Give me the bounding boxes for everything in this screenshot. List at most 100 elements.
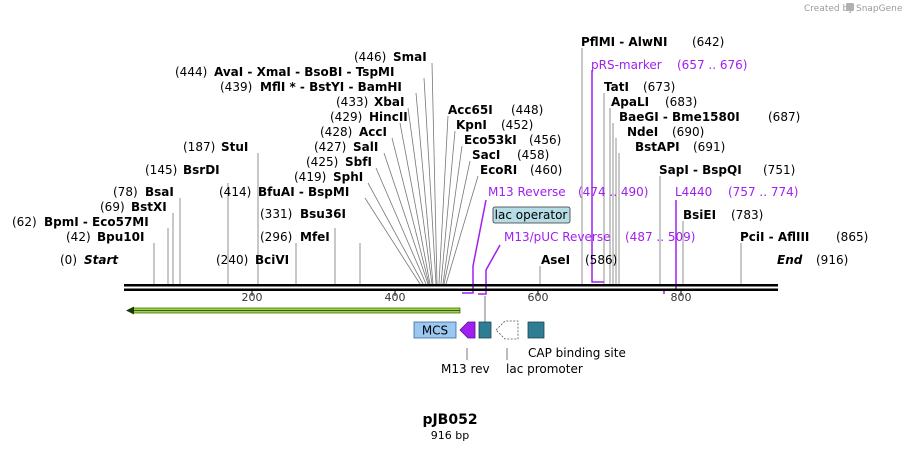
site-pos: (296)	[260, 230, 292, 244]
primer-label: M13 Reverse	[488, 185, 566, 199]
site-label: BsiEI	[683, 208, 716, 222]
site-label: Acc65I	[448, 103, 493, 117]
site-pos: (446)	[354, 50, 386, 64]
site-label: SacI	[472, 148, 500, 162]
lac-operator-callout: lac operator	[492, 206, 571, 224]
site-pos: (751)	[763, 163, 795, 177]
leader-sali	[383, 152, 429, 285]
site-pos: (460)	[530, 163, 562, 177]
leader-sphi	[367, 182, 424, 285]
leader-bamhi	[415, 92, 434, 285]
site-pos: (145)	[145, 163, 177, 177]
primer-labels: pRS-marker (657 .. 676) M13 Reverse (474…	[488, 58, 798, 244]
site-label: SapI - BspQI	[659, 163, 742, 177]
credit-text: Created by	[804, 4, 854, 14]
site-label: MflI * - BstYI - BamHI	[260, 80, 402, 94]
site-pos: (691)	[693, 140, 725, 154]
site-pos: (452)	[501, 118, 533, 132]
lac-promoter-label: lac promoter	[506, 362, 583, 376]
ends: (0) Start End (916)	[60, 253, 848, 267]
site-label: SmaI	[393, 50, 427, 64]
credit-brand: SnapGene	[856, 4, 902, 14]
bracket-m13puc-reverse	[478, 244, 501, 295]
site-label: BpmI - Eco57MI	[44, 215, 149, 229]
site-label: BfuAI - BspMI	[258, 185, 349, 199]
plasmid-length: 916 bp	[431, 429, 469, 442]
site-pos: (42)	[66, 230, 91, 244]
m13-rev-label: M13 rev	[441, 362, 490, 376]
leader-smai	[431, 62, 438, 285]
snapgene-credit: Created by SnapGene	[804, 3, 902, 14]
site-pos: (428)	[320, 125, 352, 139]
site-pos: (673)	[643, 80, 675, 94]
site-pos: (62)	[12, 215, 37, 229]
site-pos: (427)	[314, 140, 346, 154]
primer-range: (474 .. 490)	[578, 185, 648, 199]
site-label: XbaI	[374, 95, 404, 109]
site-label: Eco53kI	[464, 133, 517, 147]
site-pos: (586)	[585, 253, 617, 267]
site-label: SalI	[353, 140, 378, 154]
ruler-label: 200	[242, 291, 263, 304]
leader-eco53ki	[442, 145, 463, 285]
leader-tspmi	[423, 77, 437, 285]
bracket-m13-reverse	[462, 199, 487, 294]
site-label: SbfI	[345, 155, 372, 169]
site-label: BsaI	[145, 185, 174, 199]
lac-operator-label: lac operator	[495, 208, 568, 222]
site-pos: (419)	[294, 170, 326, 184]
site-label: SphI	[333, 170, 363, 184]
leader-saci	[443, 160, 471, 285]
site-pos: (444)	[175, 65, 207, 79]
site-pos: (425)	[306, 155, 338, 169]
primer-label: pRS-marker	[591, 58, 662, 72]
primer-range: (757 .. 774)	[728, 185, 798, 199]
dna-backbone	[124, 284, 778, 291]
feature-track: MCS	[413, 296, 545, 360]
site-pos: (69)	[100, 200, 125, 214]
primer-label: L4440	[675, 185, 712, 199]
site-pos: (439)	[220, 80, 252, 94]
site-label: AvaI - XmaI - BsoBI - TspMI	[214, 65, 394, 79]
cap-binding-site-label: CAP binding site	[528, 346, 626, 360]
leader-acc65i	[438, 115, 449, 285]
site-pos: (458)	[517, 148, 549, 162]
backbone-top-strand	[124, 284, 778, 287]
site-pos: (331)	[260, 207, 292, 221]
end-pos: (916)	[816, 253, 848, 267]
bracket-l4440	[663, 200, 677, 294]
green-feature-arrow	[126, 306, 461, 315]
site-label: PflMI - AlwNI	[581, 35, 667, 49]
site-label: Bsu36I	[300, 207, 346, 221]
cap-binding-site-box	[527, 321, 545, 339]
start-pos: (0)	[60, 253, 77, 267]
site-pos: (642)	[692, 35, 724, 49]
site-label: BaeGI - Bme1580I	[619, 110, 740, 124]
site-label: BstXI	[131, 200, 167, 214]
site-label: NdeI	[627, 125, 658, 139]
site-label: AseI	[541, 253, 570, 267]
site-pos: (865)	[836, 230, 868, 244]
site-label: PciI - AflIII	[740, 230, 809, 244]
site-pos: (783)	[731, 208, 763, 222]
ruler-label: 400	[385, 291, 406, 304]
lac-promoter-arrow-icon	[495, 320, 519, 340]
site-pos: (187)	[183, 140, 215, 154]
ruler-label: 600	[528, 291, 549, 304]
site-pos: (429)	[330, 110, 362, 124]
site-label: MfeI	[300, 230, 330, 244]
snapgene-logo-icon	[846, 3, 854, 11]
site-pos: (240)	[216, 253, 248, 267]
site-label: ApaLI	[611, 95, 649, 109]
ruler: 200 400 600 800	[242, 291, 692, 304]
site-label: AccI	[359, 125, 387, 139]
plasmid-name: pJB052	[422, 412, 477, 428]
site-pos: (456)	[529, 133, 561, 147]
lac-operator-box	[478, 321, 492, 339]
arrow-head-left-icon	[126, 306, 134, 315]
mcs-label: MCS	[422, 324, 448, 338]
backbone-bottom-strand	[124, 288, 778, 291]
ruler-label: 800	[671, 291, 692, 304]
site-label: Bpu10I	[97, 230, 144, 244]
restriction-sites: (62) BpmI - Eco57MI (42) Bpu10I (69) Bst…	[12, 35, 868, 267]
